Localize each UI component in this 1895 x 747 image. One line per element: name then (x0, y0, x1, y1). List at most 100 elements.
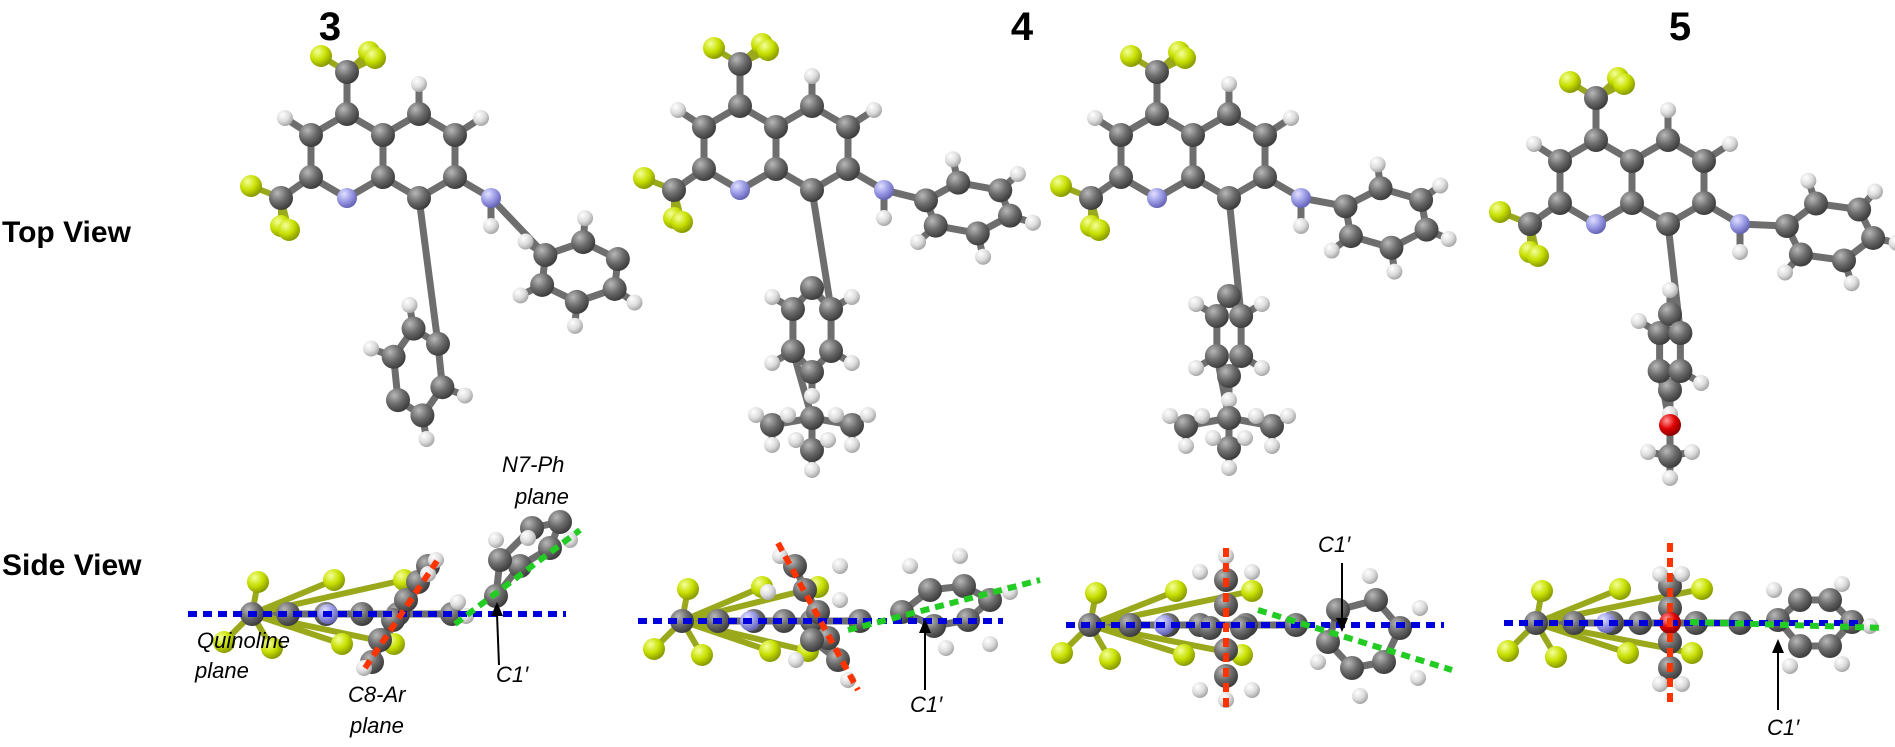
carbon-atom (840, 413, 864, 437)
hydrogen-atom (1834, 656, 1850, 672)
carbon-atom (800, 406, 824, 430)
carbon-atom (1788, 588, 1812, 612)
carbon-atom (800, 438, 824, 462)
hydrogen-atom (1192, 682, 1208, 698)
fluorine-atom (1613, 73, 1635, 95)
n7-ph-plane-line-4a (847, 577, 1041, 633)
carbon-atom (780, 297, 805, 321)
carbon-atom (381, 344, 406, 369)
top-view-molecule-5 (1489, 67, 1895, 486)
carbon-atom (407, 186, 431, 210)
carbon-atom (430, 375, 455, 400)
top-view-molecule-4b (1050, 41, 1457, 476)
hydrogen-atom (1652, 676, 1668, 692)
carbon-atom (1788, 634, 1812, 658)
carbon-atom (764, 157, 788, 181)
carbon-atom (605, 247, 630, 272)
hydrogen-atom (363, 340, 380, 357)
hydrogen-atom (1192, 564, 1208, 580)
hydrogen-atom (1630, 313, 1647, 329)
carbon-atom (548, 510, 572, 534)
carbon-atom (443, 165, 467, 189)
carbon-atom (1181, 165, 1205, 189)
side-view-molecule-5 (1497, 566, 1878, 692)
carbon-atom (407, 102, 431, 126)
hydrogen-atom (1410, 670, 1426, 686)
carbon-atom (1174, 414, 1198, 438)
hydrogen-atom (1310, 654, 1326, 670)
c8-ar-plane-line-4a (775, 541, 861, 692)
hydrogen-atom (1662, 470, 1678, 486)
hydrogen-atom (1362, 568, 1378, 584)
carbon-atom (1204, 344, 1229, 368)
annotation-c1-prime-4b: C1′ (1318, 532, 1351, 557)
carbon-atom (1181, 123, 1205, 147)
carbon-atom (533, 243, 558, 268)
hydrogen-atom (760, 584, 776, 600)
hydrogen-atom (1843, 275, 1860, 292)
hydrogen-atom (1352, 688, 1368, 704)
fluorine-atom (757, 39, 779, 61)
carbon-atom (1229, 304, 1254, 328)
carbon-atom (1668, 359, 1693, 383)
carbon-atom (1253, 165, 1277, 189)
carbon-atom (1333, 194, 1358, 219)
annotation-n7-ph-line2: plane (514, 484, 569, 509)
hydrogen-atom (670, 102, 686, 118)
carbon-atom (299, 165, 323, 189)
carbon-atom (952, 574, 976, 598)
fluorine-atom (1559, 71, 1581, 93)
carbon-atom (1831, 248, 1856, 273)
hydrogen-atom (1188, 360, 1205, 376)
carbon-atom (836, 115, 860, 139)
fluorine-atom (1489, 201, 1511, 223)
bond (249, 577, 407, 617)
hydrogen-atom (1178, 438, 1194, 454)
hydrogen-atom (1369, 156, 1386, 173)
c1-prime-arrows (491, 563, 1784, 710)
carbon-atom (1364, 588, 1388, 612)
fluorine-atom (1691, 578, 1713, 600)
carbon-atom (1861, 225, 1886, 250)
c1-arrow-3 (496, 613, 500, 666)
hydrogen-atom (1684, 444, 1700, 460)
carbon-atom (1620, 191, 1644, 215)
carbon-atom (1217, 406, 1241, 430)
fluorine-atom (331, 633, 353, 655)
carbon-atom (1668, 321, 1693, 345)
hydrogen-atom (1244, 682, 1260, 698)
carbon-atom (1204, 304, 1229, 328)
carbon-atom (1145, 102, 1169, 126)
carbon-atom (335, 60, 359, 84)
carbon-atom (386, 388, 411, 413)
hydrogen-atom (1888, 234, 1895, 251)
carbon-atom (371, 123, 395, 147)
hydrogen-atom (1386, 263, 1403, 280)
carbon-atom (988, 178, 1013, 203)
hydrogen-atom (1652, 566, 1668, 582)
c1-arrow-4a-head (919, 619, 931, 633)
hydrogen-atom (788, 652, 804, 668)
hydrogen-atom (1782, 658, 1798, 674)
hydrogen-atom (828, 407, 844, 423)
fluorine-atom (1545, 646, 1567, 668)
carbon-atom (1647, 321, 1672, 345)
carbon-atom (1338, 224, 1363, 249)
hydrogen-atom (843, 289, 860, 305)
c1-arrow-5-head (1772, 639, 1784, 653)
hydrogen-atom (517, 233, 534, 250)
carbon-atom (965, 221, 990, 246)
hydrogen-atom (418, 431, 435, 448)
hydrogen-atom (1800, 172, 1817, 189)
carbon-atom (800, 94, 824, 118)
hydrogen-atom (1264, 438, 1280, 454)
c1-arrow-3-head (491, 602, 503, 616)
fluorine-atom (1681, 642, 1703, 664)
carbon-atom (1804, 191, 1829, 216)
hydrogen-atom (577, 210, 594, 227)
fluorine-atom (1051, 642, 1073, 664)
nitrogen-atom (1596, 613, 1616, 633)
carbon-atom (1217, 186, 1241, 210)
carbon-atom (1818, 588, 1842, 612)
